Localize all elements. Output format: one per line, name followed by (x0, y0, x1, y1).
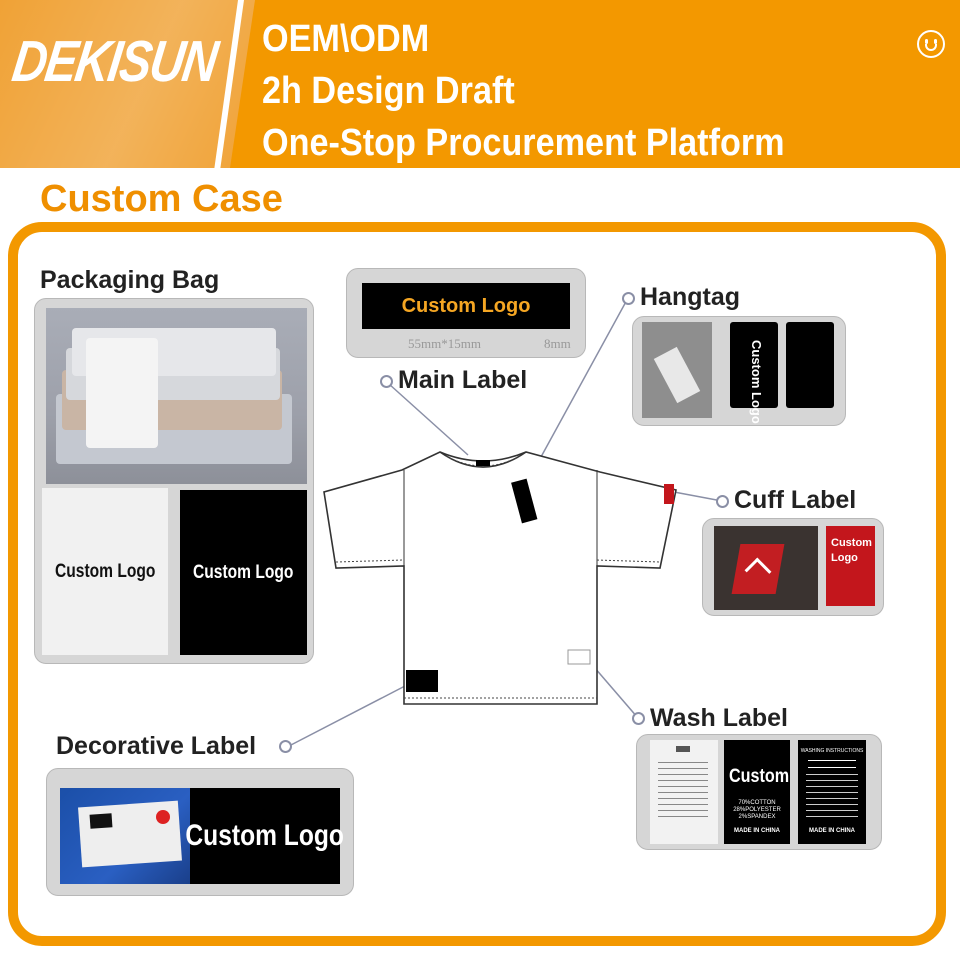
main-label-sample: Custom Logo (362, 283, 570, 329)
main-label-logo: Custom Logo (401, 294, 531, 317)
hangtag-logo: Custom Logo (749, 340, 764, 424)
main-label-size: 55mm*15mm (408, 336, 481, 351)
section-title: Custom Case (40, 178, 283, 220)
cuff-label-dot (716, 495, 729, 508)
decorative-label-dot (279, 740, 292, 753)
hangtag-photo (642, 322, 712, 418)
packaging-bag-title: Packaging Bag (40, 266, 220, 294)
headline-platform: One-Stop Procurement Platform (262, 122, 785, 164)
wash-made-in: MADE IN CHINA (734, 828, 780, 834)
packaging-bags-photo (46, 308, 307, 484)
main-label-dot (380, 375, 393, 388)
decorative-label-title: Decorative Label (56, 732, 257, 760)
wash-instructions-made-in: MADE IN CHINA (809, 828, 855, 834)
hangtag-title: Hangtag (640, 283, 740, 311)
wash-label-title: Wash Label (650, 704, 788, 732)
wash-label-custom: Custom (728, 766, 790, 787)
wash-label-dot (632, 712, 645, 725)
headline-oem: OEM\ODM (262, 18, 430, 60)
main-label-height: 8mm (544, 336, 571, 351)
cuff-label-logo: Custom Logo (831, 537, 872, 564)
wash-label-white-sample (650, 740, 718, 844)
packaging-black-sample: Custom Logo (180, 490, 307, 655)
decorative-label-sample: Custom Logo (186, 788, 344, 884)
headline-design-draft: 2h Design Draft (262, 70, 515, 112)
brand-panel (0, 0, 255, 168)
wash-instructions-title: WASHING INSTRUCTIONS (800, 748, 864, 754)
cuff-label-title: Cuff Label (734, 486, 857, 514)
decorative-label-logo: Custom Logo (185, 819, 345, 852)
decorative-label-photo (60, 788, 190, 884)
hangtag-sample-front: Custom Logo (730, 322, 778, 424)
cuff-label-photo (714, 526, 818, 610)
cuff-label-sample: Custom Logo (826, 526, 875, 606)
main-label-title: Main Label (398, 366, 528, 394)
wash-composition: 70%COTTON 28%POLYESTER 2%SPANDEX (733, 800, 781, 820)
packaging-black-logo: Custom Logo (193, 561, 294, 583)
wash-label-black-sample: Custom 70%COTTON 28%POLYESTER 2%SPANDEX … (724, 740, 790, 844)
hangtag-sample-back (786, 322, 834, 408)
packaging-white-sample: Custom Logo (42, 488, 168, 655)
hangtag-dot (622, 292, 635, 305)
smiley-icon (917, 30, 945, 58)
header-banner: DEKISUN OEM\ODM 2h Design Draft One-Stop… (0, 0, 960, 168)
packaging-white-logo: Custom Logo (54, 560, 156, 582)
wash-label-instructions-sample: WASHING INSTRUCTIONS MADE IN CHINA (798, 740, 866, 844)
